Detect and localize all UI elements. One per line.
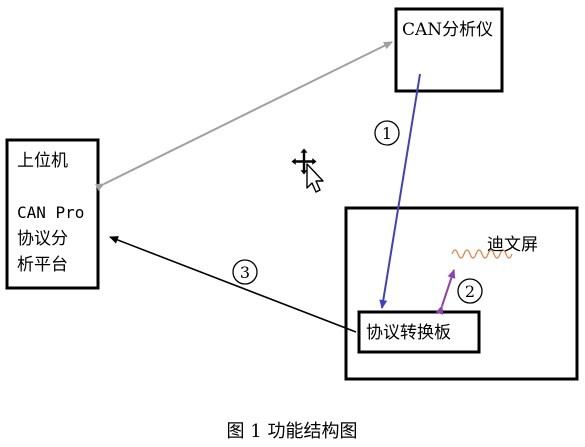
host-pc-line-1: 上位机 [17, 151, 68, 171]
link-converter-host [109, 236, 357, 333]
display-unit-region [344, 206, 579, 381]
converter-board-node: 协议转换板 [357, 310, 481, 354]
link-converter-display [435, 269, 456, 315]
figure-caption: 图 1 功能结构图 [227, 421, 358, 442]
can-analyzer-box [394, 7, 504, 93]
converter-board-label: 协议转换板 [366, 323, 451, 343]
host-pc-line-3: CAN Pro [17, 203, 84, 222]
step-marker-2: 2 [457, 278, 483, 304]
host-pc-line-4: 协议分 [17, 229, 68, 249]
link-host-analyzer [95, 41, 393, 192]
move-cursor-icon [290, 147, 324, 193]
converter-board-box [357, 310, 481, 354]
step-marker-2-label: 2 [465, 282, 475, 301]
can-analyzer-label: CAN分析仪 [402, 20, 493, 40]
display-unit-squiggle [451, 249, 513, 259]
host-pc-line-5: 析平台 [17, 255, 68, 275]
host-pc-node: 上位机 CAN Pro 协议分 析平台 [5, 138, 100, 290]
host-pc-box [5, 138, 100, 290]
link-analyzer-converter [379, 73, 421, 309]
step-marker-1: 1 [374, 120, 400, 146]
step-marker-3-label: 3 [240, 263, 250, 282]
can-analyzer-node: CAN分析仪 [394, 7, 504, 93]
display-unit-label: 迪文屏 [487, 235, 538, 255]
step-marker-1-label: 1 [382, 124, 392, 143]
step-marker-3: 3 [232, 259, 258, 285]
